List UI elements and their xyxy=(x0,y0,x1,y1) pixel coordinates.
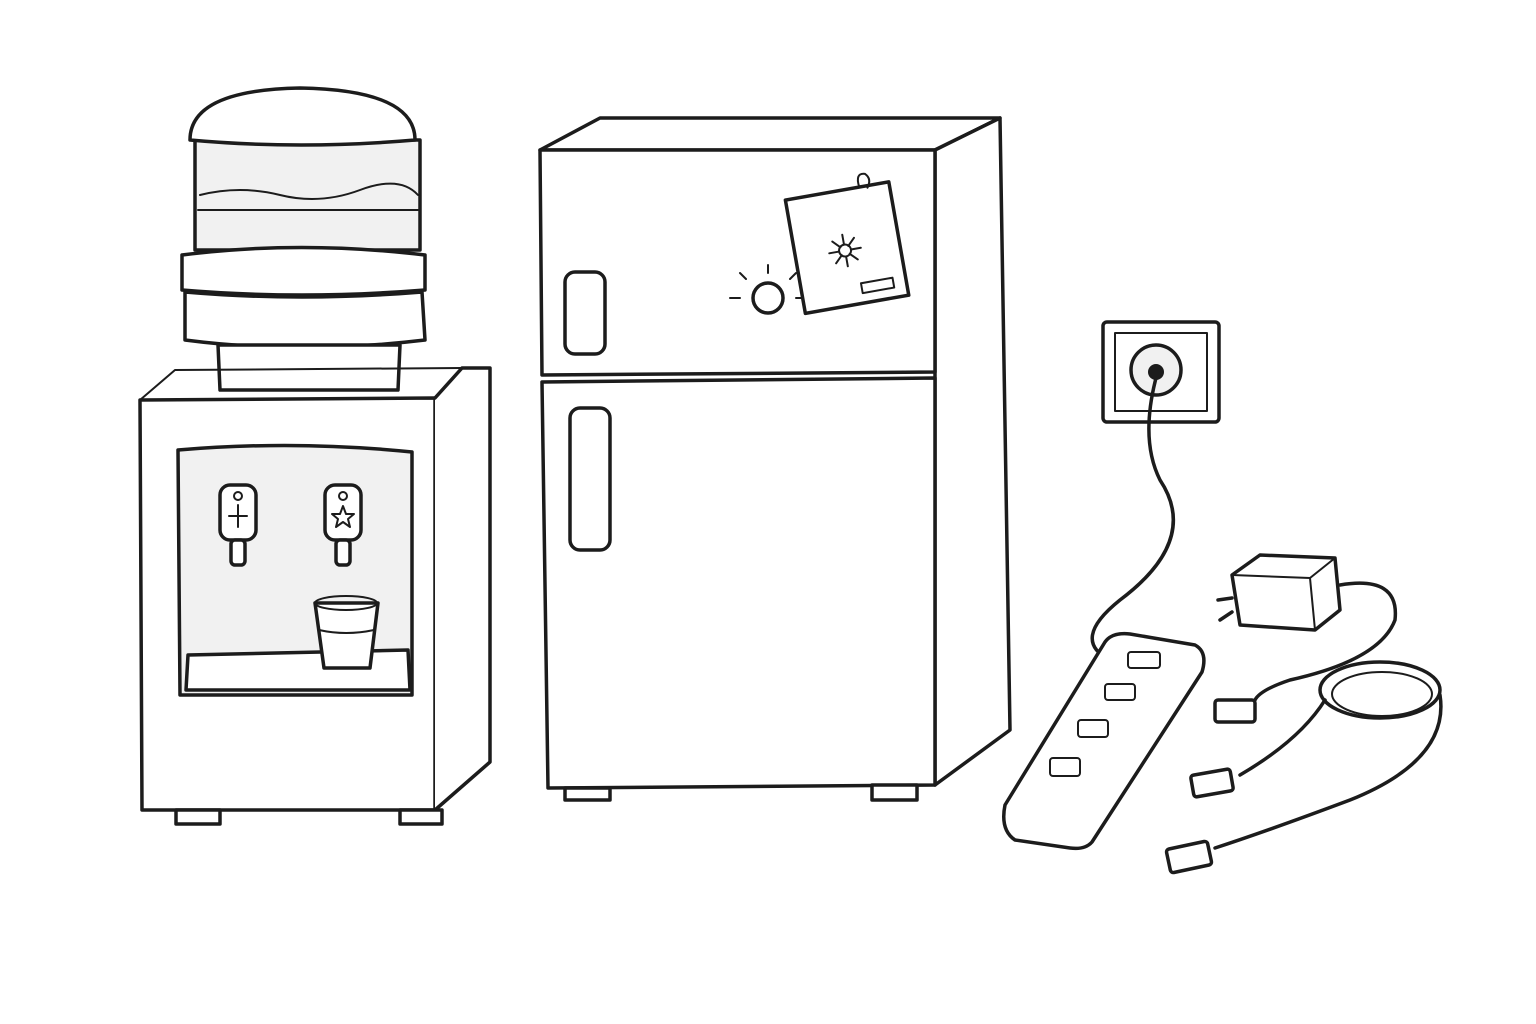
dispenser-foot-right xyxy=(398,808,444,826)
fridge-handle[interactable] xyxy=(568,406,612,552)
drip-tray xyxy=(184,648,412,692)
fridge-top xyxy=(538,116,1002,152)
wall-outlet[interactable] xyxy=(1101,320,1221,424)
usb-connector-2 xyxy=(1189,767,1235,799)
cup xyxy=(313,595,380,670)
water-bottle xyxy=(180,86,427,392)
usb-connector-3 xyxy=(1164,839,1214,875)
cold-tap[interactable] xyxy=(323,483,363,567)
strip-socket-2[interactable] xyxy=(1104,683,1136,701)
fridge-door[interactable] xyxy=(540,376,937,790)
dispenser-cabinet xyxy=(138,366,492,826)
fridge-foot-right xyxy=(870,783,919,802)
power-strip[interactable] xyxy=(1002,631,1206,851)
sticky-note xyxy=(783,172,911,316)
water-dispenser xyxy=(138,86,492,826)
usb-cable-coil xyxy=(1213,660,1443,850)
usb-connector-1 xyxy=(1213,698,1257,724)
strip-socket-1[interactable] xyxy=(1127,651,1161,669)
fridge-side xyxy=(933,116,1012,787)
charger-adapter xyxy=(1216,553,1398,702)
charger-cable xyxy=(1253,581,1398,702)
dispenser-foot-left xyxy=(174,808,222,826)
hot-tap[interactable] xyxy=(218,483,258,567)
strip-socket-4[interactable] xyxy=(1049,757,1081,777)
power-cord xyxy=(1090,376,1176,662)
round-magnet xyxy=(729,264,807,315)
refrigerator xyxy=(538,116,1012,802)
freezer-handle[interactable] xyxy=(563,270,607,356)
fridge-foot-left xyxy=(563,786,612,802)
strip-socket-3[interactable] xyxy=(1077,719,1109,738)
